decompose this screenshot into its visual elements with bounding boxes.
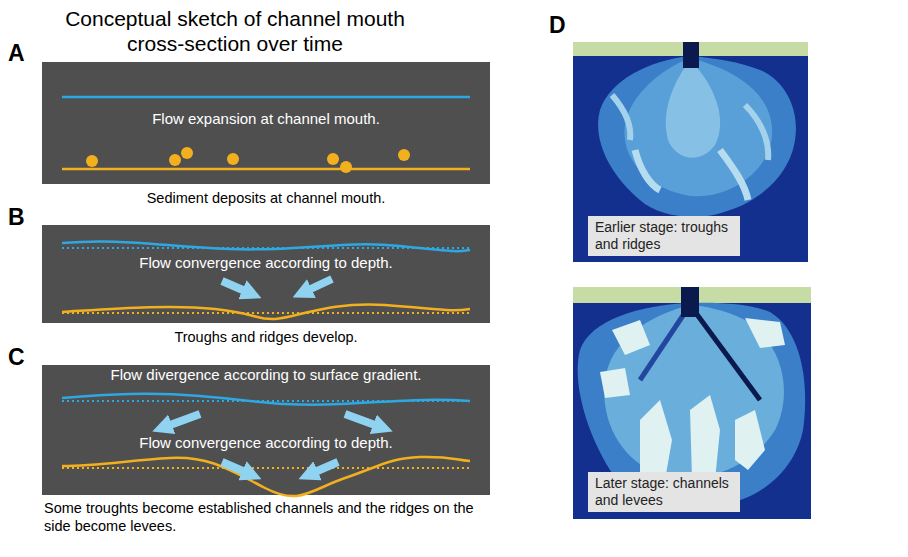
panel-ground xyxy=(42,62,490,184)
sketch-panel: Flow expansion at channel mouth. xyxy=(42,62,490,184)
sediment-grains xyxy=(86,147,410,173)
bed-line xyxy=(62,304,470,319)
panel-text: Flow convergence according to depth. xyxy=(42,434,490,451)
flow-arrow xyxy=(308,462,338,475)
panel-ground xyxy=(42,225,490,323)
stage-text: Later stage: channels and levees xyxy=(595,475,733,509)
water-surface xyxy=(62,241,470,251)
flow-arrow xyxy=(302,279,332,293)
water-surface xyxy=(62,394,470,405)
water-surface xyxy=(62,96,470,99)
model-heatmap xyxy=(573,287,811,519)
flow-arrow xyxy=(345,414,383,428)
panel-text: Flow convergence according to depth. xyxy=(42,254,490,271)
panel-ground xyxy=(42,365,490,495)
panel-letter: C xyxy=(8,344,25,371)
flow-arrow xyxy=(222,462,252,475)
panel-text: Flow divergence according to surface gra… xyxy=(42,366,490,383)
panel-letter: A xyxy=(8,40,25,67)
bed-line xyxy=(62,168,470,171)
panel-letter: B xyxy=(8,204,25,231)
model-heatmap xyxy=(573,42,808,262)
sketch-panel: Flow convergence according to depth. xyxy=(42,225,490,323)
bed-line xyxy=(62,457,470,496)
flow-arrow xyxy=(222,281,252,294)
panel-caption: Troughs and ridges develop. xyxy=(42,328,490,346)
flow-arrow xyxy=(162,414,200,428)
stage-text: Earlier stage: troughs and ridges xyxy=(595,219,733,253)
panel-text: Flow expansion at channel mouth. xyxy=(42,110,490,127)
stage-label-box: Later stage: channels and levees xyxy=(588,472,740,512)
sketch-panel: Flow divergence according to surface gra… xyxy=(42,365,490,495)
initial-bed xyxy=(62,312,470,314)
panel-caption: Some troughts become established channel… xyxy=(44,499,496,535)
initial-bed xyxy=(62,467,470,469)
panel-caption: Sediment deposits at channel mouth. xyxy=(42,189,490,207)
panel-letter: D xyxy=(549,12,566,39)
title: Conceptual sketch of channel mouth cross… xyxy=(55,6,415,56)
stage-label-box: Earlier stage: troughs and ridges xyxy=(588,216,740,256)
